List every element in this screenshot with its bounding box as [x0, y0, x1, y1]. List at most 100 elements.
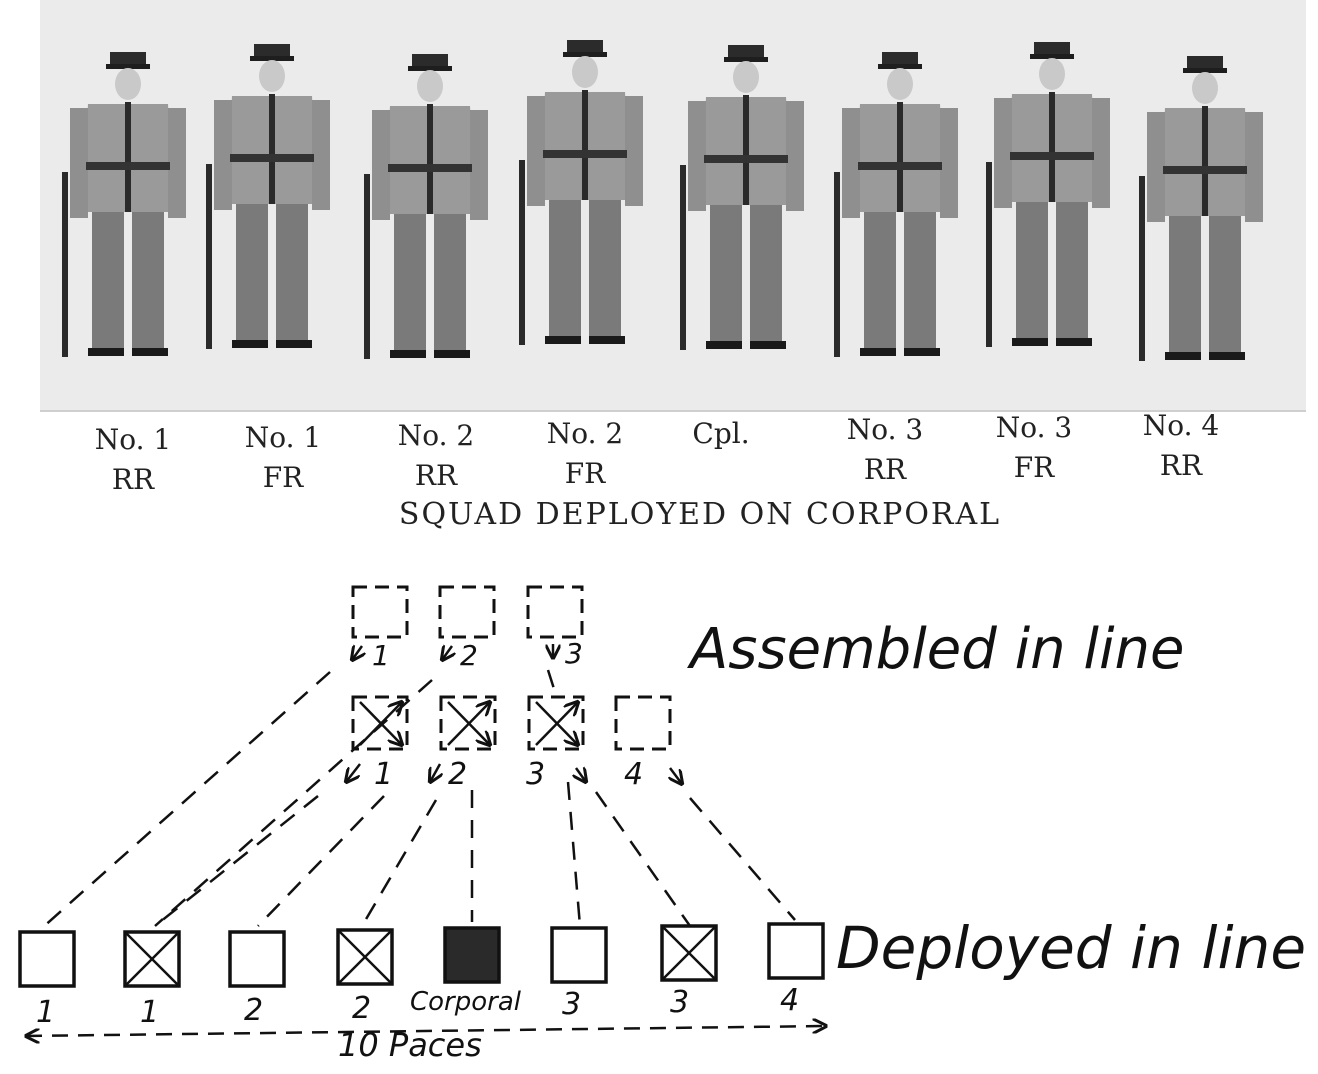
- deployed-label-6: 3: [562, 987, 581, 1022]
- rifle: [834, 172, 840, 357]
- head: [572, 56, 598, 88]
- cap-visor: [563, 52, 607, 57]
- assembled-square-1: [351, 585, 409, 639]
- cap-visor: [106, 64, 150, 69]
- belt: [858, 162, 942, 170]
- deployed-square-1-rr: [18, 930, 76, 988]
- cap-visor: [408, 66, 452, 71]
- caption-number: No. 4: [1142, 409, 1220, 442]
- deployment-diagram: 1 2 3 Assembled in line: [0, 560, 1318, 1069]
- photo-caption-title: SQUAD DEPLOYED ON CORPORAL: [398, 497, 1002, 532]
- rifle: [1139, 176, 1145, 361]
- left-arm: [372, 110, 390, 220]
- left-leg: [394, 214, 426, 354]
- caption-no1-fr: No. 1 FR: [218, 418, 348, 498]
- soldier-figure: [519, 40, 643, 345]
- deployed-square-2-rr: [228, 930, 286, 988]
- right-boot: [1056, 338, 1092, 346]
- caption-number: No. 2: [397, 419, 475, 452]
- right-leg: [1209, 216, 1241, 356]
- left-boot: [232, 340, 268, 348]
- assembled-row: [351, 585, 584, 639]
- left-arm: [1147, 112, 1165, 222]
- tie: [427, 104, 433, 214]
- cap: [412, 54, 448, 68]
- caption-cpl: Cpl.: [656, 414, 786, 454]
- tie: [582, 90, 588, 200]
- caption-no3-fr: No. 3 FR: [969, 408, 1099, 488]
- soldier-figure: [62, 52, 186, 357]
- deployed-label-2: 1: [140, 995, 159, 1030]
- right-arm: [312, 100, 330, 210]
- rifle: [206, 164, 212, 349]
- left-arm: [214, 100, 232, 210]
- caption-rank: FR: [564, 457, 606, 490]
- right-arm: [786, 101, 804, 211]
- distance-arrow: [26, 1026, 826, 1036]
- right-leg: [434, 214, 466, 354]
- left-leg: [1169, 216, 1201, 356]
- middle-label-3: 3: [526, 757, 545, 792]
- right-boot: [750, 341, 786, 349]
- soldier-figure: [986, 42, 1110, 347]
- caption-number: No. 3: [995, 411, 1073, 444]
- head: [887, 68, 913, 100]
- right-boot: [589, 336, 625, 344]
- cap: [567, 40, 603, 54]
- right-boot: [434, 350, 470, 358]
- right-leg: [276, 204, 308, 344]
- belt: [1163, 166, 1247, 174]
- assembled-arrows: [352, 644, 553, 660]
- middle-square-3: [527, 695, 585, 751]
- middle-label-1: 1: [374, 757, 393, 792]
- right-leg: [132, 212, 164, 352]
- tie: [269, 94, 275, 204]
- assembled-label-1: 1: [372, 639, 390, 672]
- deployed-label-7: 3: [670, 985, 689, 1020]
- left-boot: [860, 348, 896, 356]
- middle-arrows: [346, 763, 682, 784]
- caption-no4-rr: No. 4 RR: [1116, 406, 1246, 486]
- cap-visor: [1183, 68, 1227, 73]
- tie: [1049, 92, 1055, 202]
- left-leg: [236, 204, 268, 344]
- caption-number: No. 1: [244, 421, 322, 454]
- head: [1192, 72, 1218, 104]
- belt: [1010, 152, 1094, 160]
- left-leg: [92, 212, 124, 352]
- rifle: [364, 174, 370, 359]
- cap-visor: [1030, 54, 1074, 59]
- head: [1039, 58, 1065, 90]
- belt: [704, 155, 788, 163]
- caption-no1-rr: No. 1 RR: [68, 420, 198, 500]
- left-arm: [70, 108, 88, 218]
- cap-visor: [878, 64, 922, 69]
- middle-row: [351, 695, 672, 751]
- right-arm: [1245, 112, 1263, 222]
- right-leg: [589, 200, 621, 340]
- rifle: [519, 160, 525, 345]
- left-leg: [1016, 202, 1048, 342]
- middle-square-1: [351, 695, 409, 751]
- soldier-figure: [206, 44, 330, 349]
- belt: [543, 150, 627, 158]
- left-boot: [390, 350, 426, 358]
- assembled-in-line-label: Assembled in line: [687, 617, 1184, 682]
- cap: [254, 44, 290, 58]
- caption-no2-rr: No. 2 RR: [371, 416, 501, 496]
- tie: [125, 102, 131, 212]
- caption-rank: FR: [262, 461, 304, 494]
- distance-label: 10 Paces: [338, 1026, 482, 1064]
- squad-photo: [40, 0, 1306, 412]
- belt: [388, 164, 472, 172]
- left-boot: [545, 336, 581, 344]
- left-arm: [527, 96, 545, 206]
- deployed-label-corporal: Corporal: [410, 987, 522, 1017]
- deployed-in-line-label: Deployed in line: [836, 914, 1306, 982]
- right-leg: [1056, 202, 1088, 342]
- caption-rank: RR: [111, 463, 155, 496]
- left-arm: [688, 101, 706, 211]
- soldier-figure: [364, 54, 488, 359]
- assembled-square-2: [438, 585, 496, 639]
- tie: [897, 102, 903, 212]
